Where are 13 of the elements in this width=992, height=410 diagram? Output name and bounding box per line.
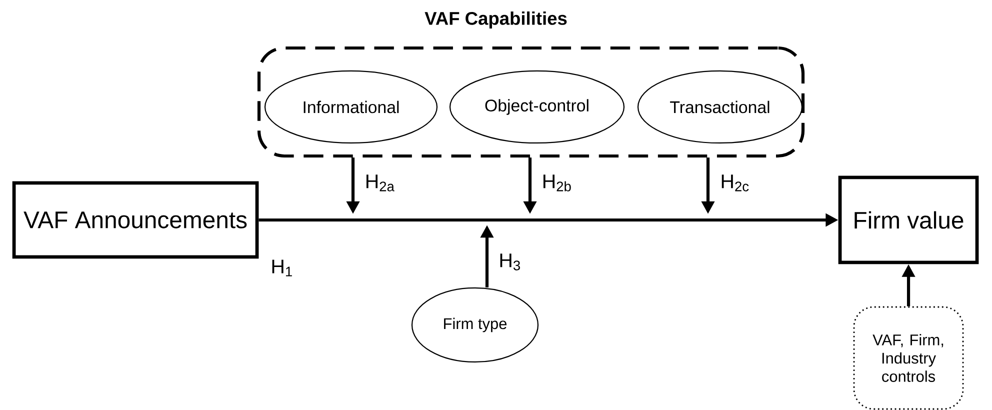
edge-label: H$_{2a}$ <box>363 173 397 193</box>
ellipse-node: Transactional <box>637 70 803 144</box>
ellipse-node: Object-control <box>449 70 625 144</box>
edge-label: H$_{1}$ <box>269 258 295 278</box>
ellipse-node: Informational <box>264 70 438 144</box>
dotted-box: VAF, Firm, Industry controls <box>853 306 964 410</box>
ellipse-node: Firm type <box>411 287 539 363</box>
edge-label: H$_{2b}$ <box>540 173 574 193</box>
edge-label: H$_{2c}$ <box>718 173 752 193</box>
process-box: Firm value <box>838 176 979 264</box>
process-box: VAF Announcements <box>12 181 259 259</box>
edge-label: H$_{3}$ <box>497 252 523 272</box>
node-label: VAF Capabilities <box>424 11 567 29</box>
